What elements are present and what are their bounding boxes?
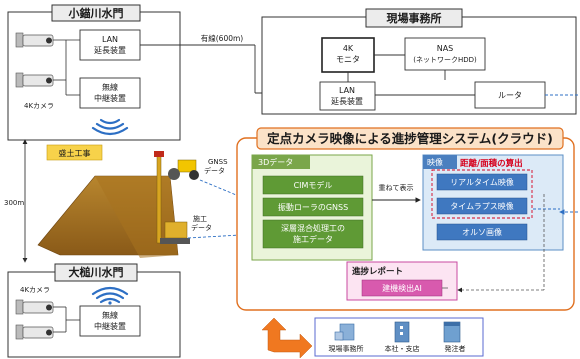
north-gate-panel: 小錨川水門 4Kカメラ LAN 延長装置 無線 中継装置 <box>7 4 181 141</box>
embankment-illustration: 盛土工事 300m GNSS データ 施工 データ <box>4 139 259 263</box>
data3d-item-cim: CIMモデル <box>294 180 333 190</box>
north-lan-line1: LAN <box>102 35 118 44</box>
video-item-ortho: オルソ画像 <box>462 227 502 237</box>
wired-label: 有線(600m) <box>201 33 244 43</box>
data3d-item-deepmix-1: 深層混合処理工の <box>281 223 345 233</box>
video-item-realtime: リアルタイム映像 <box>450 177 514 187</box>
camera-icon <box>15 72 54 88</box>
south-gate-title: 大槌川水門 <box>69 265 124 279</box>
office-lan-line1: LAN <box>339 86 355 95</box>
distance-label: 300m <box>4 199 24 207</box>
data3d-item-deepmix-2: 施工データ <box>293 234 333 244</box>
building-icon <box>443 321 461 343</box>
system-title: 定点カメラ映像による進捗管理システム(クラウド) <box>266 131 553 146</box>
south-radio-line2: 中継装置 <box>94 321 126 331</box>
realtime-video-box <box>436 173 528 191</box>
distance-area-label: 距離/面積の算出 <box>460 158 523 169</box>
roller-icon <box>168 159 199 180</box>
embankment-label: 盛土工事 <box>59 148 91 158</box>
office-lan-line2: 延長装置 <box>331 96 363 106</box>
data3d-cim <box>262 175 364 195</box>
user-head-office: 本社・支店 <box>385 344 420 353</box>
gnss-label-2: データ <box>204 166 225 175</box>
construction-label-1: 施工 <box>193 214 207 223</box>
drill-rig-icon <box>154 151 190 244</box>
wifi-icon <box>91 118 129 136</box>
north-radio-line2: 中継装置 <box>94 93 126 103</box>
nas-line2: (ネットワークHDD) <box>413 56 477 64</box>
users-panel: 現場事務所 本社・支店 発注者 <box>314 317 484 357</box>
router-box <box>474 81 546 109</box>
building-icon <box>394 321 410 343</box>
north-radio-relay <box>79 77 141 109</box>
monitor-line2: モニタ <box>336 55 360 64</box>
timelapse-video-box <box>436 197 528 215</box>
gnss-label-1: GNSS <box>208 158 228 166</box>
south-gate-panel: 大槌川水門 4Kカメラ 無線 中継装置 <box>7 263 181 358</box>
report-item: 建機検出AI <box>382 283 422 293</box>
north-gate-title: 小錨川水門 <box>68 6 124 20</box>
data3d-gnss <box>262 197 364 217</box>
construction-label-2: データ <box>191 223 212 232</box>
south-radio-relay <box>79 305 141 337</box>
camera-icon <box>15 32 54 48</box>
north-camera-label: 4Kカメラ <box>24 102 54 110</box>
wifi-icon <box>91 286 129 305</box>
data3d-header: 3Dデータ <box>258 157 293 167</box>
building-icon <box>334 323 355 341</box>
monitor-line1: 4K <box>343 44 354 53</box>
north-lan-extender <box>79 29 141 61</box>
embankment-label-box <box>46 144 103 161</box>
router-label: ルータ <box>498 91 522 100</box>
orange-arrow-icon <box>261 317 313 359</box>
video-item-timelapse: タイムラプス映像 <box>450 201 513 211</box>
site-office-panel: 現場事務所 4K モニタ NAS (ネットワークHDD) LAN 延長装置 ルー… <box>261 8 577 115</box>
data3d-deepmix <box>262 219 364 249</box>
nas-box <box>404 37 486 71</box>
north-lan-line2: 延長装置 <box>94 45 126 55</box>
office-lan-extender <box>319 81 376 111</box>
nas-line1: NAS <box>437 44 454 53</box>
north-radio-line1: 無線 <box>102 82 118 92</box>
user-client: 発注者 <box>445 344 466 353</box>
south-radio-line1: 無線 <box>102 310 118 320</box>
camera-icon <box>15 299 54 315</box>
ortho-image-box <box>436 223 528 241</box>
south-camera-label: 4Kカメラ <box>20 286 50 294</box>
cloud-system-panel: 定点カメラ映像による進捗管理システム(クラウド) 3Dデータ CIMモデル 振動… <box>236 127 578 311</box>
user-site-office: 現場事務所 <box>329 344 364 353</box>
site-office-title: 現場事務所 <box>387 11 442 25</box>
camera-icon <box>15 324 54 340</box>
video-header: 映像 <box>427 157 443 167</box>
data3d-item-gnss: 振動ローラのGNSS <box>278 202 348 212</box>
report-header: 進捗レポート <box>352 266 403 277</box>
overlay-label: 重ねて表示 <box>379 183 414 192</box>
